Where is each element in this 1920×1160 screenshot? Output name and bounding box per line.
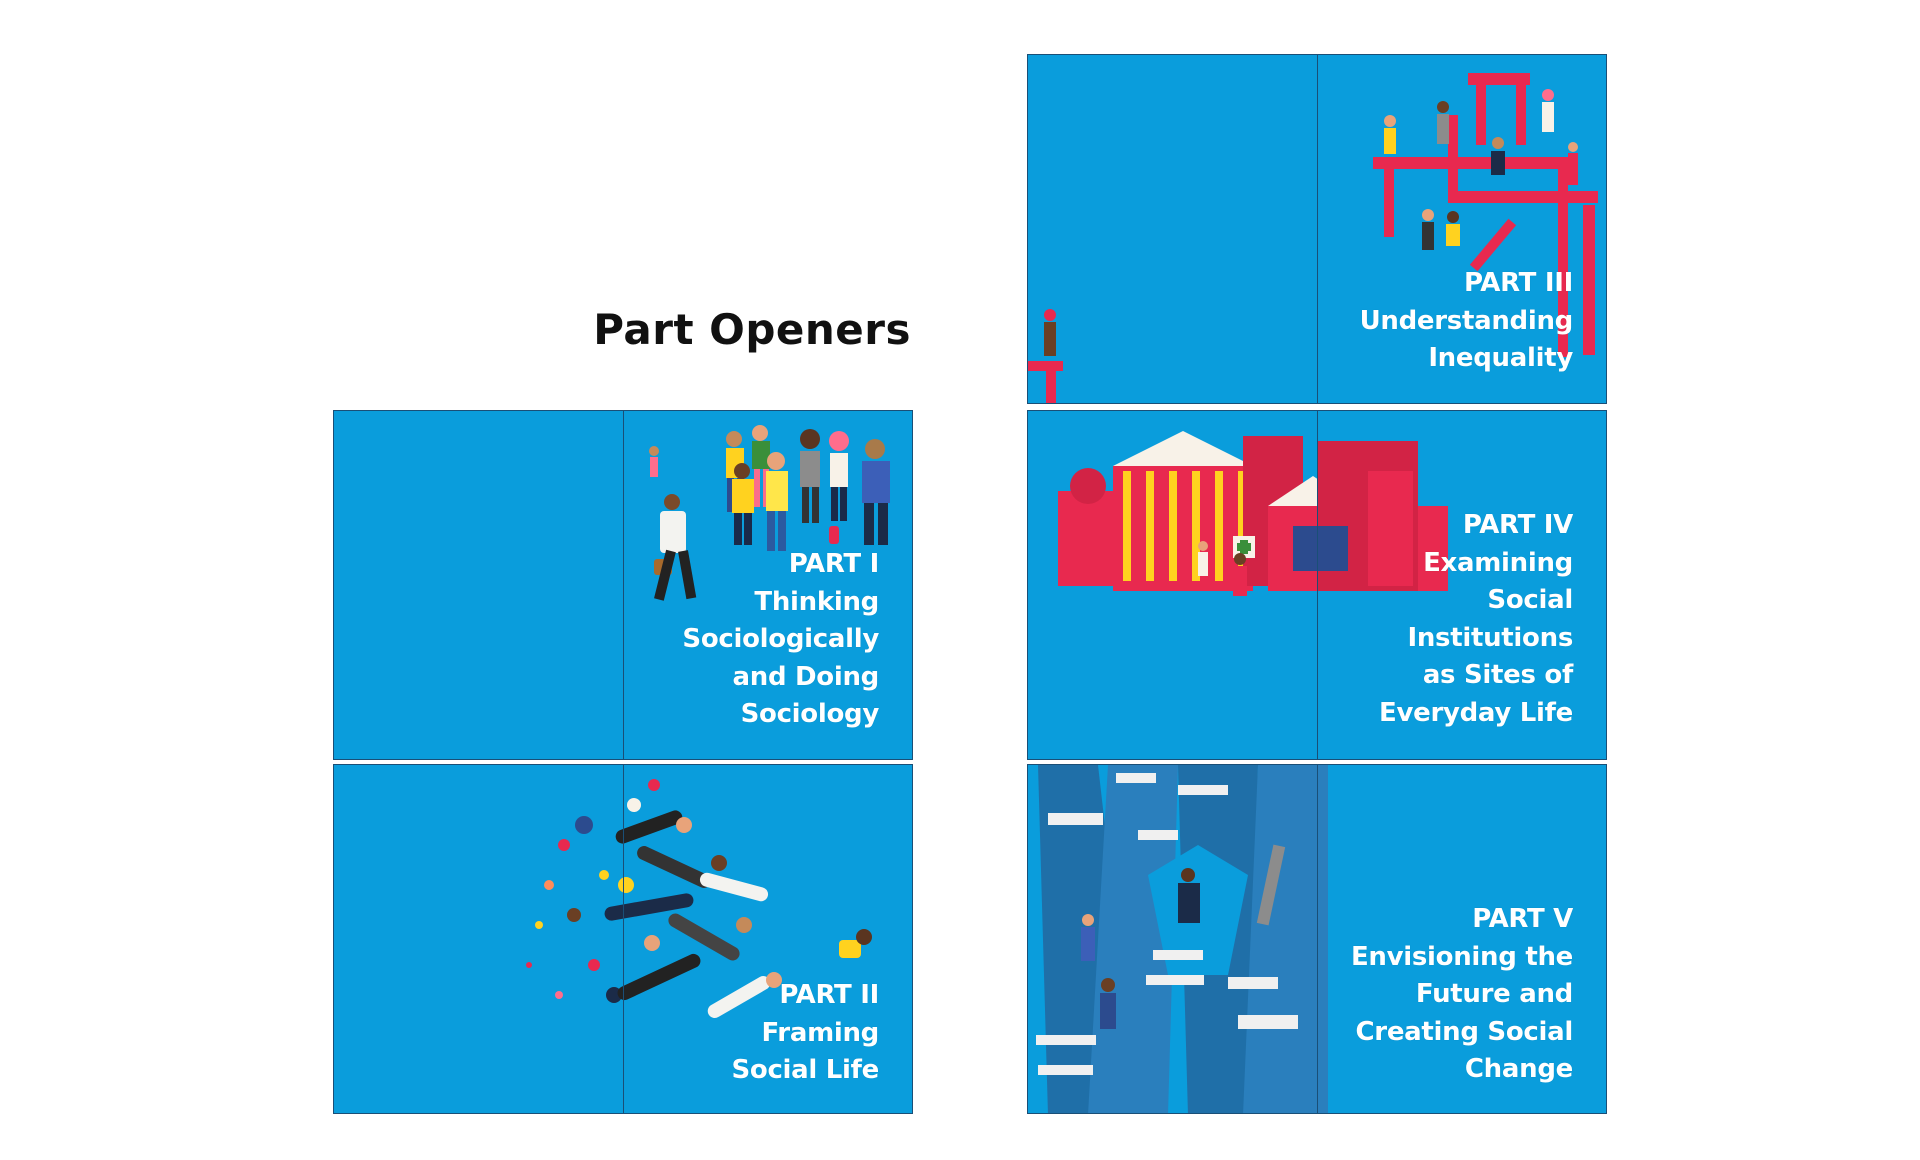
institutions-illustration: [1058, 431, 1448, 596]
spread-part-4: PART IV Examining Social Institutions as…: [1027, 410, 1607, 760]
red-scaffold: [1028, 73, 1598, 403]
confetti-dots: [526, 779, 660, 1003]
floating-people-illustration: [526, 779, 872, 1018]
title-block: PART II Framing Social Life: [731, 977, 879, 1090]
part-label: PART V: [1472, 904, 1573, 934]
title-line: Sociology: [740, 699, 880, 729]
title-line: Envisioning the: [1350, 941, 1573, 972]
title-block: PART V Envisioning the Future and Creati…: [1351, 901, 1573, 1089]
title-line: Social: [1487, 585, 1573, 615]
title-line: Examining: [1423, 547, 1573, 578]
road-crossings: [1036, 773, 1298, 1075]
part-label: PART I: [788, 549, 880, 579]
floating-people: [604, 810, 872, 1018]
title-block: PART I Thinking Sociologically and Doing…: [682, 546, 879, 734]
title-line: Sociologically: [682, 624, 879, 654]
title-line: Social Life: [731, 1055, 879, 1085]
diverging-roads-illustration: [1036, 765, 1328, 1113]
red-buildings: [1058, 431, 1448, 591]
title-line: Institutions: [1407, 622, 1573, 653]
walking-people: [1081, 844, 1286, 1029]
title-line: Everyday Life: [1379, 697, 1573, 728]
part-label: PART IV: [1462, 510, 1573, 540]
spread-fold: [1317, 55, 1318, 403]
spread-part-5: PART V Envisioning the Future and Creati…: [1027, 764, 1607, 1114]
people-near-buildings: [1198, 541, 1247, 596]
page-heading: Part Openers: [593, 305, 911, 354]
title-line: Understanding: [1359, 305, 1574, 336]
part-label: PART III: [1463, 268, 1573, 298]
spread-fold: [623, 765, 624, 1113]
part-label: PART II: [779, 980, 879, 1010]
spread-part-1: PART I Thinking Sociologically and Doing…: [333, 410, 913, 760]
crowd-illustration: [649, 425, 890, 601]
title-line: Inequality: [1428, 343, 1573, 373]
people-on-scaffold: [1044, 89, 1578, 356]
title-line: Future and: [1415, 979, 1573, 1009]
tourist-group: [649, 425, 890, 551]
title-block: PART III Understanding Inequality: [1359, 265, 1574, 378]
spread-fold: [1317, 411, 1318, 759]
title-line: and Doing: [732, 661, 880, 692]
title-block: PART IV Examining Social Institutions as…: [1379, 507, 1573, 732]
title-line: Framing: [761, 1017, 880, 1048]
title-line: Creating Social: [1355, 1016, 1574, 1047]
spread-fold: [1317, 765, 1318, 1113]
scaffolding-illustration: [1028, 73, 1598, 403]
title-line: Change: [1464, 1054, 1573, 1084]
spread-part-2: PART II Framing Social Life: [333, 764, 913, 1114]
walking-man-figure: [654, 494, 697, 601]
title-line: as Sites of: [1422, 660, 1573, 690]
title-line: Thinking: [754, 586, 879, 617]
spread-part-3: PART III Understanding Inequality: [1027, 54, 1607, 404]
spread-fold: [623, 411, 624, 759]
